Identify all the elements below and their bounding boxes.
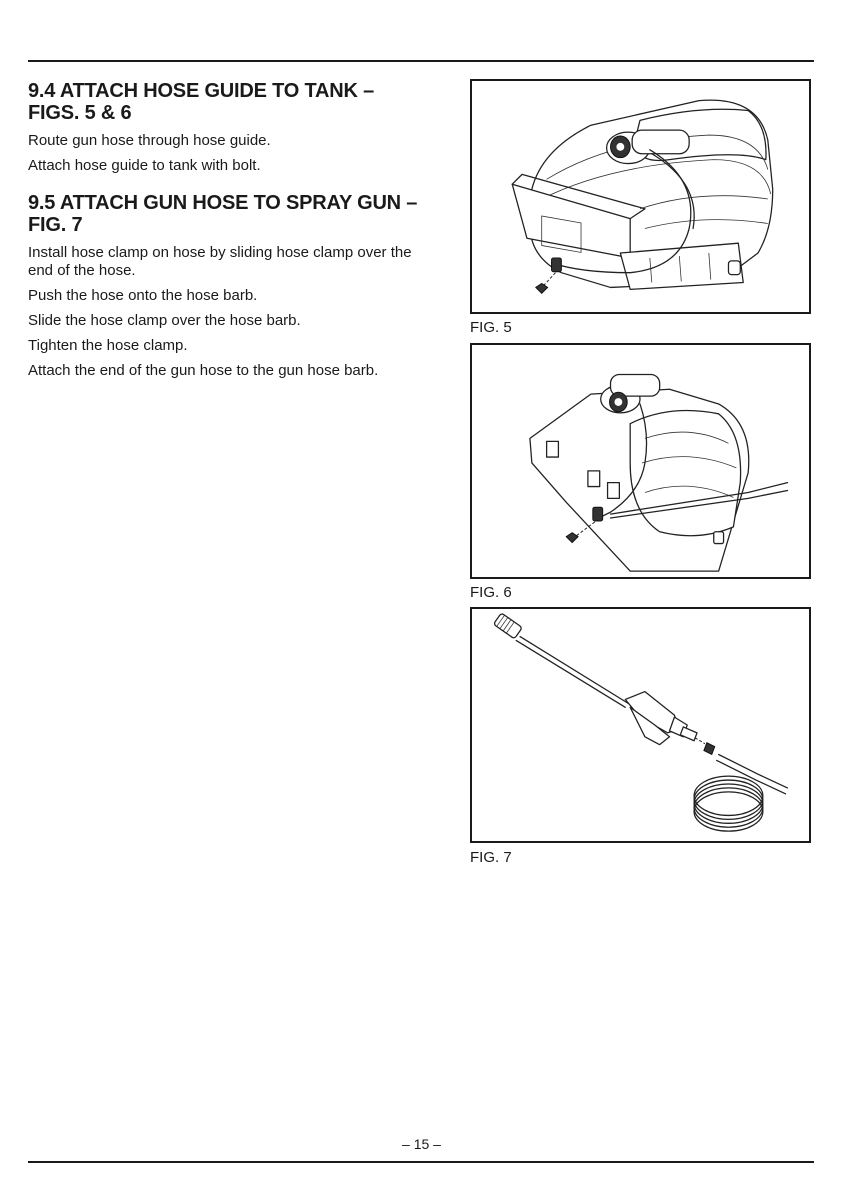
top-rule (28, 60, 814, 62)
page-number: – 15 – (402, 1136, 441, 1152)
figure-7-illustration (470, 607, 811, 843)
figure-5-illustration (470, 79, 811, 314)
instruction-step: Tighten the hose clamp. (28, 337, 188, 354)
figure-6-illustration (470, 343, 811, 579)
section-attach-hose-guide: 9.4 ATTACH HOSE GUIDE TO TANK – FIGS. 5 … (28, 80, 428, 175)
section-heading: 9.4 ATTACH HOSE GUIDE TO TANK – FIGS. 5 … (28, 80, 375, 124)
instruction-step: Route gun hose through hose guide. (28, 132, 271, 149)
figure-7-caption: FIG. 7 (470, 849, 512, 866)
sprayer-tank-side-illustration (529, 373, 789, 572)
instruction-step: Slide the hose clamp over the hose barb. (28, 312, 301, 329)
sprayer-tank-illustration (511, 99, 774, 295)
instruction-step: Push the hose onto the hose barb. (28, 287, 258, 304)
instruction-step: Install hose clamp on hose by sliding ho… (28, 244, 412, 279)
section-heading: 9.5 ATTACH GUN HOSE TO SPRAY GUN – FIG. … (28, 192, 418, 236)
bottom-rule (28, 1161, 814, 1163)
instruction-step: Attach hose guide to tank with bolt. (28, 157, 261, 174)
figure-5-caption: FIG. 5 (470, 319, 512, 336)
instructions-column: 9.4 ATTACH HOSE GUIDE TO TANK – FIGS. 5 … (28, 80, 428, 397)
figure-6-caption: FIG. 6 (470, 584, 512, 601)
section-attach-gun-hose: 9.5 ATTACH GUN HOSE TO SPRAY GUN – FIG. … (28, 192, 428, 380)
spray-gun-and-hose-illustration (493, 613, 789, 832)
instruction-step: Attach the end of the gun hose to the gu… (28, 362, 379, 379)
